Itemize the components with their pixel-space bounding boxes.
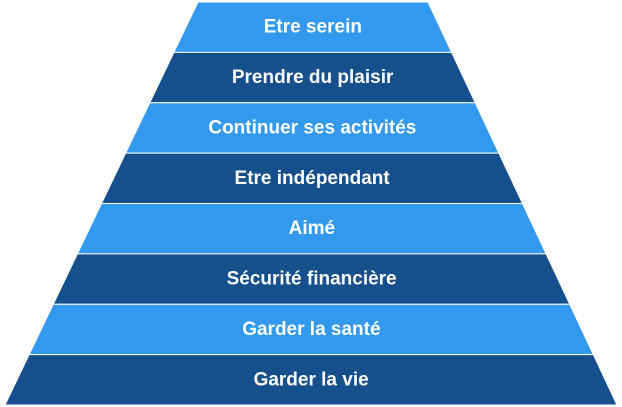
level-label-continuer-ses-activites: Continuer ses activités [208, 117, 416, 138]
pyramid-band [4, 354, 618, 406]
level-label-prendre-du-plaisir: Prendre du plaisir [232, 67, 394, 88]
pyramid-labels: Etre serein Prendre du plaisir Continuer… [208, 17, 416, 391]
level-label-garder-la-vie: Garder la vie [254, 369, 369, 390]
level-label-aime: Aimé [289, 218, 335, 239]
level-label-garder-la-sante: Garder la santé [242, 319, 380, 340]
level-label-etre-independant: Etre indépendant [235, 168, 391, 189]
level-label-securite-financiere: Sécurité financière [227, 269, 397, 290]
level-label-etre-serein: Etre serein [264, 17, 362, 38]
pyramid-bands [4, 1, 618, 406]
